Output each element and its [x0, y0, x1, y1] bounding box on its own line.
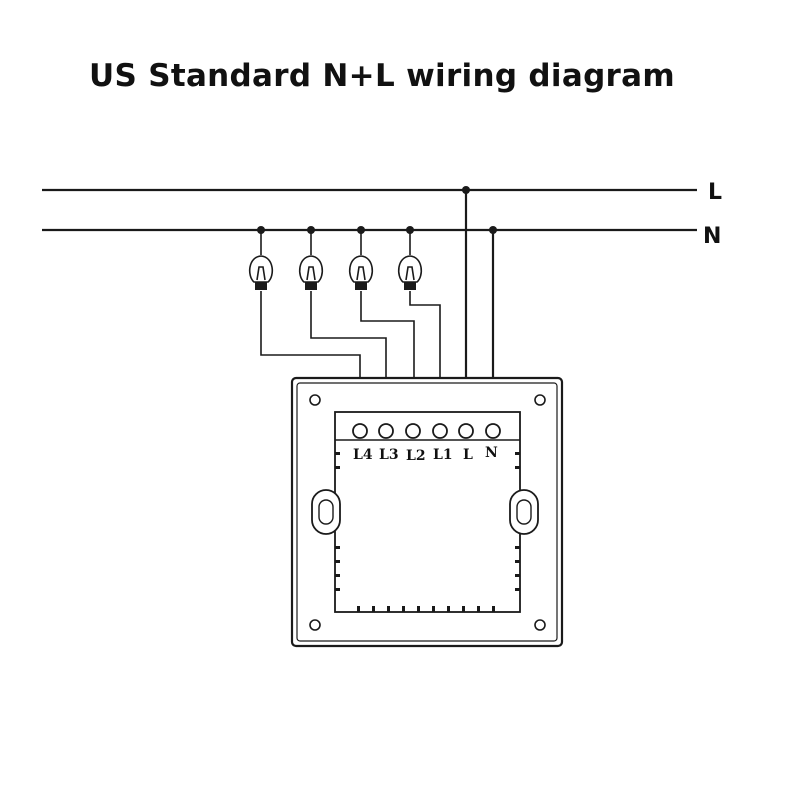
live-line-label: L	[708, 180, 722, 205]
terminal-label-l4: L4	[353, 447, 373, 463]
terminal-l4	[352, 423, 368, 439]
switch-box	[290, 376, 564, 648]
terminal-label-n: N	[485, 445, 498, 461]
terminal-label-l2: L2	[406, 448, 426, 464]
lamp-1-icon	[397, 255, 423, 290]
neutral-line-label: N	[703, 224, 721, 249]
terminal-n	[485, 423, 501, 439]
terminal-l1	[432, 423, 448, 439]
lamp-4-icon	[248, 255, 274, 290]
terminal-label-l1: L1	[433, 447, 453, 463]
lamp-3-icon	[298, 255, 324, 290]
wire-lamp1	[409, 291, 441, 424]
wire-lamp2	[360, 291, 415, 424]
terminal-l2	[405, 423, 421, 439]
terminal-label-l3: L3	[379, 447, 399, 463]
diagram-title: US Standard N+L wiring diagram	[89, 58, 675, 94]
terminal-l	[458, 423, 474, 439]
lamp-2-icon	[348, 255, 374, 290]
terminal-l3	[378, 423, 394, 439]
terminal-label-l: L	[463, 447, 473, 463]
